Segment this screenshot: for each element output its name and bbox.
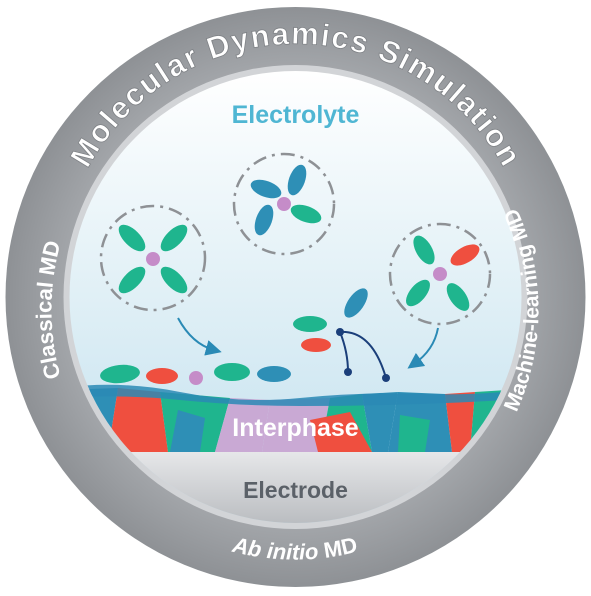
reaction-bonds bbox=[336, 328, 390, 382]
electrolyte-label: Electrolyte bbox=[232, 101, 360, 129]
solvation-cluster-left bbox=[99, 204, 207, 312]
molecule-ellipse bbox=[146, 368, 178, 384]
interphase-label: Interphase bbox=[232, 414, 359, 442]
desolvation-arrow-right bbox=[407, 327, 439, 369]
electrode-label: Electrode bbox=[243, 477, 348, 503]
solvation-cluster-right bbox=[388, 222, 492, 326]
desolvation-arrow-left bbox=[177, 317, 222, 356]
solvation-cluster-top bbox=[232, 152, 336, 256]
molecule-ellipse bbox=[301, 338, 331, 352]
ion-sphere bbox=[189, 371, 203, 385]
molecule-ellipse bbox=[214, 363, 250, 381]
molecule-ellipse bbox=[293, 316, 327, 332]
surface-molecules bbox=[100, 288, 390, 385]
molecule-ellipse bbox=[344, 288, 368, 318]
molecule-ellipse bbox=[257, 366, 291, 382]
interphase-layer bbox=[69, 384, 522, 452]
molecule-ellipse bbox=[100, 364, 140, 384]
